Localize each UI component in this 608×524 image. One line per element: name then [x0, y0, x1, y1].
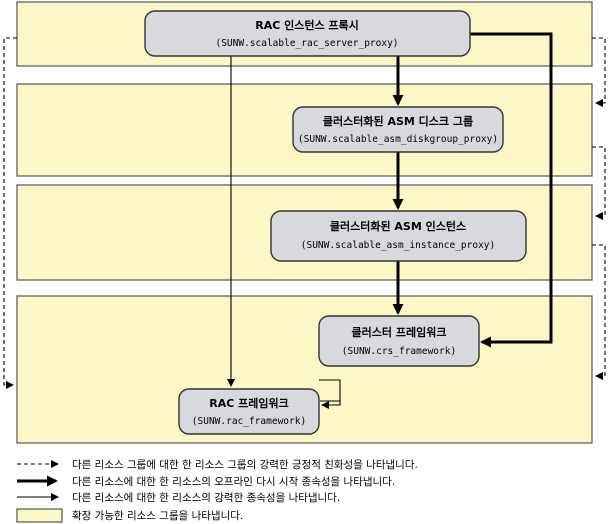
legend: 다른 리소스 그룹에 대한 한 리소스 그룹의 강력한 긍정적 친화성을 나타냅…: [16, 459, 418, 523]
affinity-arrow-2-3: [592, 146, 606, 220]
node-asm-instance: 클러스터화된 ASM 인스턴스 (SUNW.scalable_asm_insta…: [270, 210, 527, 262]
node-title: 클러스터 프레임워크: [352, 325, 447, 339]
node-asm-diskgroup: 클러스터화된 ASM 디스크 그룹 (SUNW.scalable_asm_dis…: [292, 106, 504, 153]
node-type: (SUNW.rac_framework): [192, 416, 306, 427]
node-crs-framework: 클러스터 프레임워크 (SUNW.crs_framework): [318, 315, 480, 367]
node-title: 클러스터화된 ASM 디스크 그룹: [323, 114, 473, 128]
node-title: 클러스터화된 ASM 인스턴스: [330, 219, 466, 233]
legend-dashed-text: 다른 리소스 그룹에 대한 한 리소스 그룹의 강력한 긍정적 친화성을 나타냅…: [72, 459, 418, 471]
dependency-arrow-crs-racfw: [319, 379, 341, 409]
legend-thick-text: 다른 리소스에 대한 한 리소스의 오프라인 다시 시작 종속성을 나타냅니다.: [72, 476, 395, 488]
legend-thin-text: 다른 리소스에 대한 한 리소스의 강력한 종속성을 나타냅니다.: [72, 492, 340, 504]
affinity-arrow-1-2: [592, 37, 606, 107]
node-type: (SUNW.scalable_asm_diskgroup_proxy): [298, 134, 498, 145]
node-title: RAC 프레임워크: [209, 396, 289, 410]
affinity-arrow-3-4: [592, 244, 606, 380]
legend-box-text: 확장 가능한 리소스 그룹을 나타냅니다.: [72, 509, 243, 522]
node-title: RAC 인스턴스 프록시: [255, 18, 359, 32]
node-type: (SUNW.scalable_rac_server_proxy): [215, 38, 398, 49]
node-rac-framework: RAC 프레임워크 (SUNW.rac_framework): [178, 388, 320, 435]
node-rac-instance-proxy: RAC 인스턴스 프록시 (SUNW.scalable_rac_server_p…: [144, 10, 471, 57]
node-type: (SUNW.crs_framework): [342, 346, 456, 357]
affinity-arrow-left: [3, 37, 17, 389]
node-type: (SUNW.scalable_asm_instance_proxy): [301, 240, 495, 251]
legend-box-swatch: [16, 508, 63, 523]
restart-arrow-proxy-crs: [470, 32, 553, 348]
